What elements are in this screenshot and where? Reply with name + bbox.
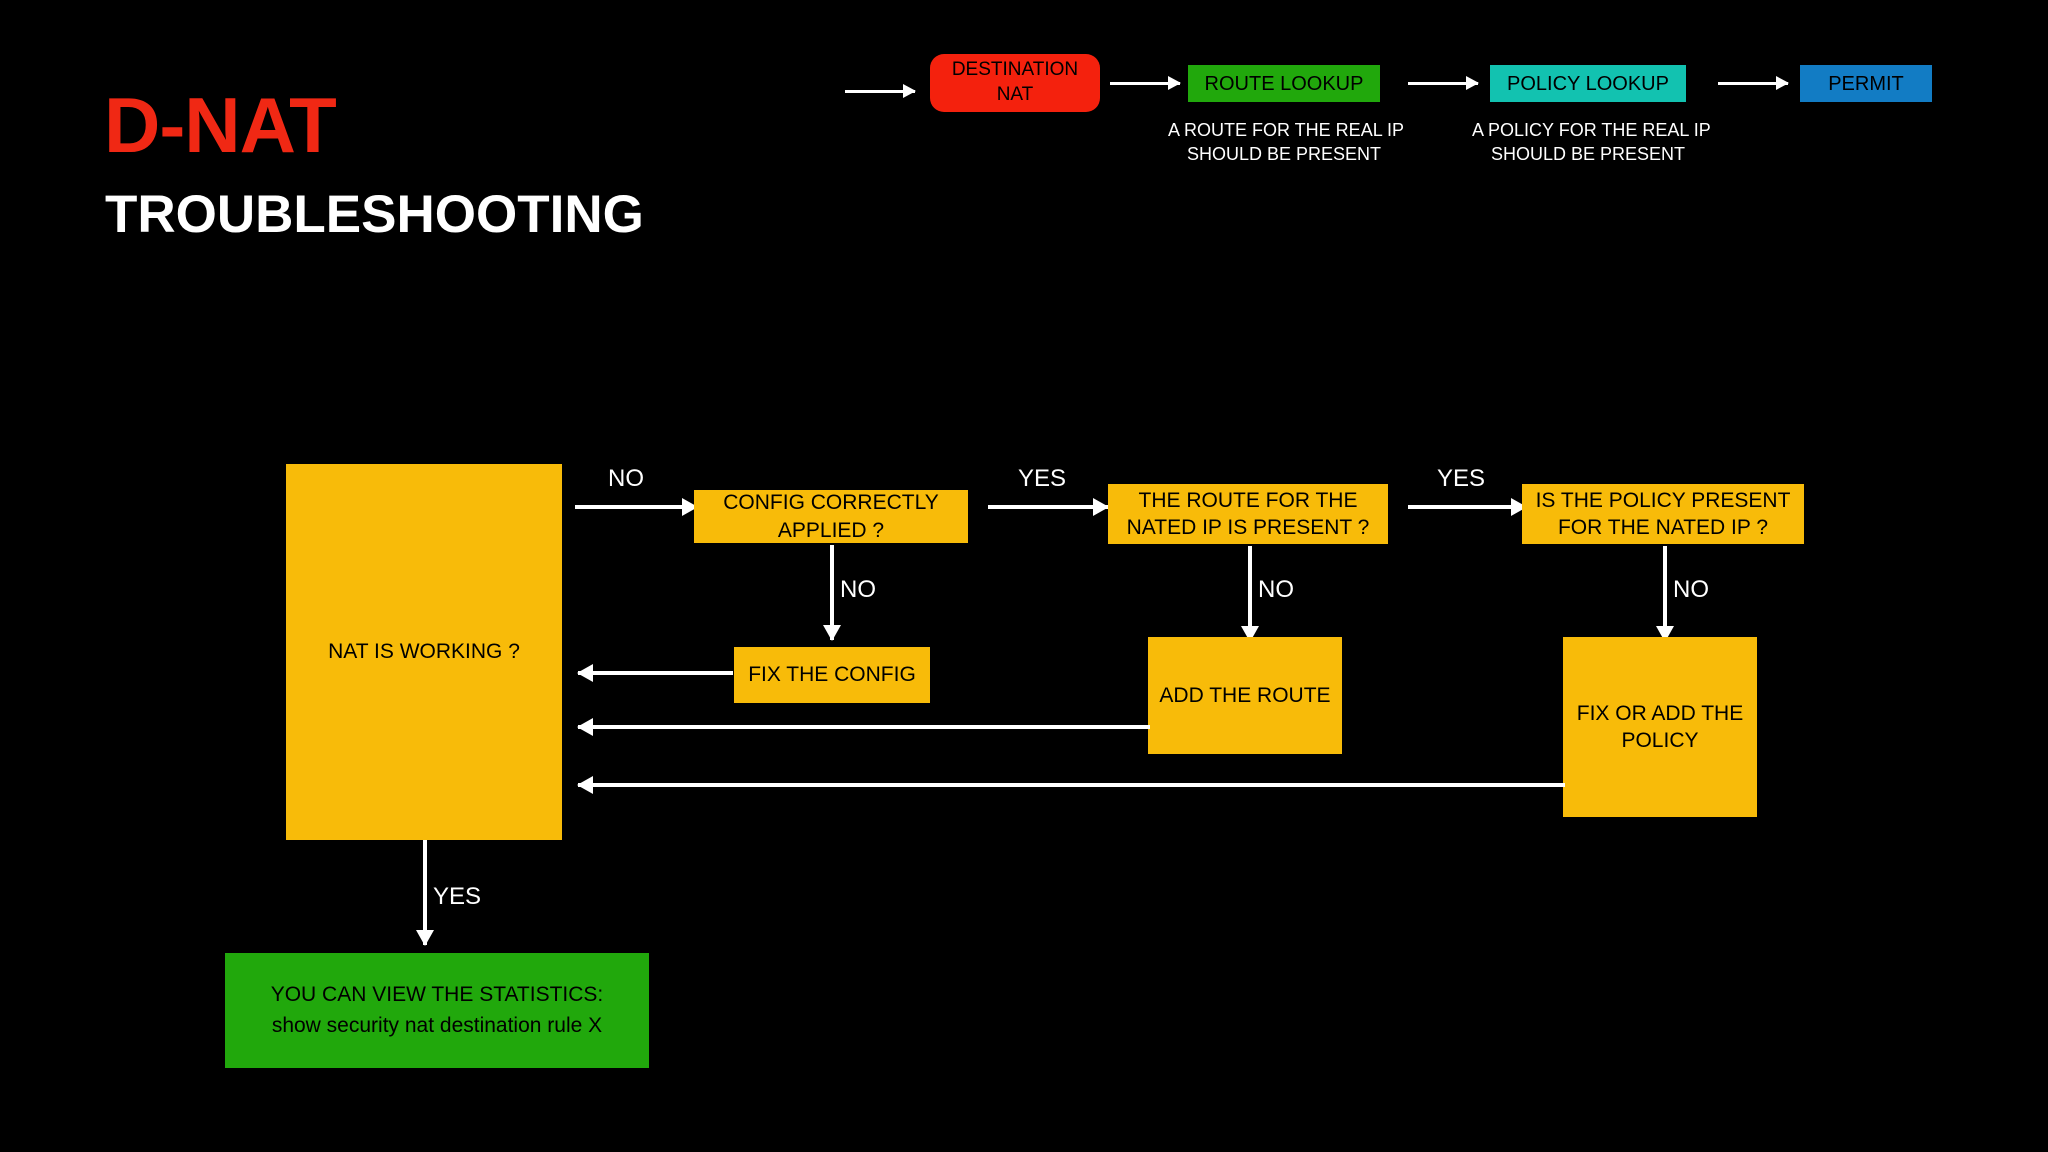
flow-node-route-for-nated-ip: THE ROUTE FOR THE NATED IP IS PRESENT ? bbox=[1108, 484, 1388, 544]
pipeline-caption-policy-lookup-line1: A POLICY FOR THE REAL IP bbox=[1472, 120, 1711, 140]
pipeline-node-destination-nat: DESTINATION NAT bbox=[930, 54, 1100, 112]
flow-arrow-config-down bbox=[822, 545, 842, 641]
flow-node-add-the-route-label: ADD THE ROUTE bbox=[1159, 683, 1331, 707]
flow-node-add-the-route: ADD THE ROUTE bbox=[1148, 637, 1342, 754]
pipeline-caption-route-lookup-line1: A ROUTE FOR THE REAL IP bbox=[1168, 120, 1405, 140]
edge-label-nat-to-config: NO bbox=[608, 465, 644, 492]
flow-node-policy-for-nated-ip-line1: IS THE POLICY PRESENT bbox=[1535, 488, 1791, 512]
flow-arrow-add-route-return bbox=[577, 717, 1150, 737]
page-subtitle: TROUBLESHOOTING bbox=[105, 185, 644, 244]
flow-node-fix-the-config: FIX THE CONFIG bbox=[734, 647, 930, 703]
flow-node-route-for-nated-ip-line1: THE ROUTE FOR THE bbox=[1138, 488, 1358, 512]
pipeline-node-permit: PERMIT bbox=[1800, 65, 1932, 102]
pipeline-arrow-in bbox=[845, 82, 916, 100]
pipeline-arrow-policy-to-permit bbox=[1718, 74, 1789, 92]
flow-node-fix-or-add-the-policy-line1: FIX OR ADD THE bbox=[1576, 701, 1744, 725]
pipeline-caption-route-lookup-line2: SHOULD BE PRESENT bbox=[1186, 144, 1382, 165]
flow-node-nat-is-working-label: NAT IS WORKING ? bbox=[328, 640, 520, 664]
edge-label-policy-down: NO bbox=[1673, 576, 1709, 603]
edge-label-route-to-policy: YES bbox=[1437, 465, 1486, 492]
flow-arrow-nat-to-config bbox=[575, 497, 698, 517]
pipeline-node-policy-lookup-label: POLICY LOOKUP bbox=[1507, 72, 1669, 95]
flow-node-view-statistics-line1: YOU CAN VIEW THE STATISTICS: bbox=[270, 983, 604, 1007]
edge-label-route-down: NO bbox=[1258, 576, 1294, 603]
pipeline-node-policy-lookup: POLICY LOOKUP bbox=[1490, 65, 1686, 102]
flow-node-fix-or-add-the-policy-line2: POLICY bbox=[1621, 729, 1699, 752]
flow-node-view-statistics: YOU CAN VIEW THE STATISTICS: show securi… bbox=[225, 953, 649, 1068]
flow-node-policy-for-nated-ip-line2: FOR THE NATED IP ? bbox=[1557, 516, 1769, 539]
pipeline-caption-route-lookup: A ROUTE FOR THE REAL IP SHOULD BE PRESEN… bbox=[1168, 118, 1405, 167]
page-title: D-NAT bbox=[104, 81, 337, 169]
flow-arrow-policy-down bbox=[1655, 546, 1675, 642]
pipeline-caption-policy-lookup: A POLICY FOR THE REAL IP SHOULD BE PRESE… bbox=[1472, 118, 1711, 167]
pipeline-node-destination-nat-line2: NAT bbox=[996, 84, 1034, 105]
flow-node-fix-the-config-label: FIX THE CONFIG bbox=[748, 663, 916, 687]
flow-node-config-correctly-applied-line1: CONFIG CORRECTLY bbox=[723, 491, 939, 515]
pipeline-node-destination-nat-line1: DESTINATION bbox=[951, 59, 1079, 81]
flow-arrow-config-to-route bbox=[988, 497, 1109, 517]
pipeline-arrow-dnat-to-route bbox=[1110, 74, 1181, 92]
flow-node-view-statistics-line2: show security nat destination rule X bbox=[271, 1013, 603, 1037]
edge-label-config-to-route: YES bbox=[1018, 465, 1067, 492]
pipeline-caption-policy-lookup-line2: SHOULD BE PRESENT bbox=[1490, 144, 1686, 165]
flow-arrow-route-down bbox=[1240, 546, 1260, 642]
flow-arrow-fix-config-return bbox=[577, 663, 733, 683]
pipeline-node-permit-label: PERMIT bbox=[1828, 72, 1904, 95]
flow-node-nat-is-working: NAT IS WORKING ? bbox=[286, 464, 562, 840]
pipeline-arrow-route-to-policy bbox=[1408, 74, 1479, 92]
edge-label-config-down: NO bbox=[840, 576, 876, 603]
flow-node-config-correctly-applied: CONFIG CORRECTLY APPLIED ? bbox=[694, 490, 968, 543]
flow-node-policy-for-nated-ip: IS THE POLICY PRESENT FOR THE NATED IP ? bbox=[1522, 484, 1804, 544]
flow-arrow-route-to-policy bbox=[1408, 497, 1527, 517]
flow-arrow-nat-down bbox=[415, 840, 435, 946]
pipeline-node-route-lookup-label: ROUTE LOOKUP bbox=[1204, 72, 1364, 95]
flow-node-config-correctly-applied-line2: APPLIED ? bbox=[777, 518, 885, 542]
edge-label-nat-down: YES bbox=[433, 883, 482, 910]
flow-arrow-policy-return bbox=[577, 775, 1565, 795]
pipeline-node-route-lookup: ROUTE LOOKUP bbox=[1188, 65, 1380, 102]
flow-node-route-for-nated-ip-line2: NATED IP IS PRESENT ? bbox=[1126, 516, 1370, 539]
flow-node-fix-or-add-the-policy: FIX OR ADD THE POLICY bbox=[1563, 637, 1757, 817]
